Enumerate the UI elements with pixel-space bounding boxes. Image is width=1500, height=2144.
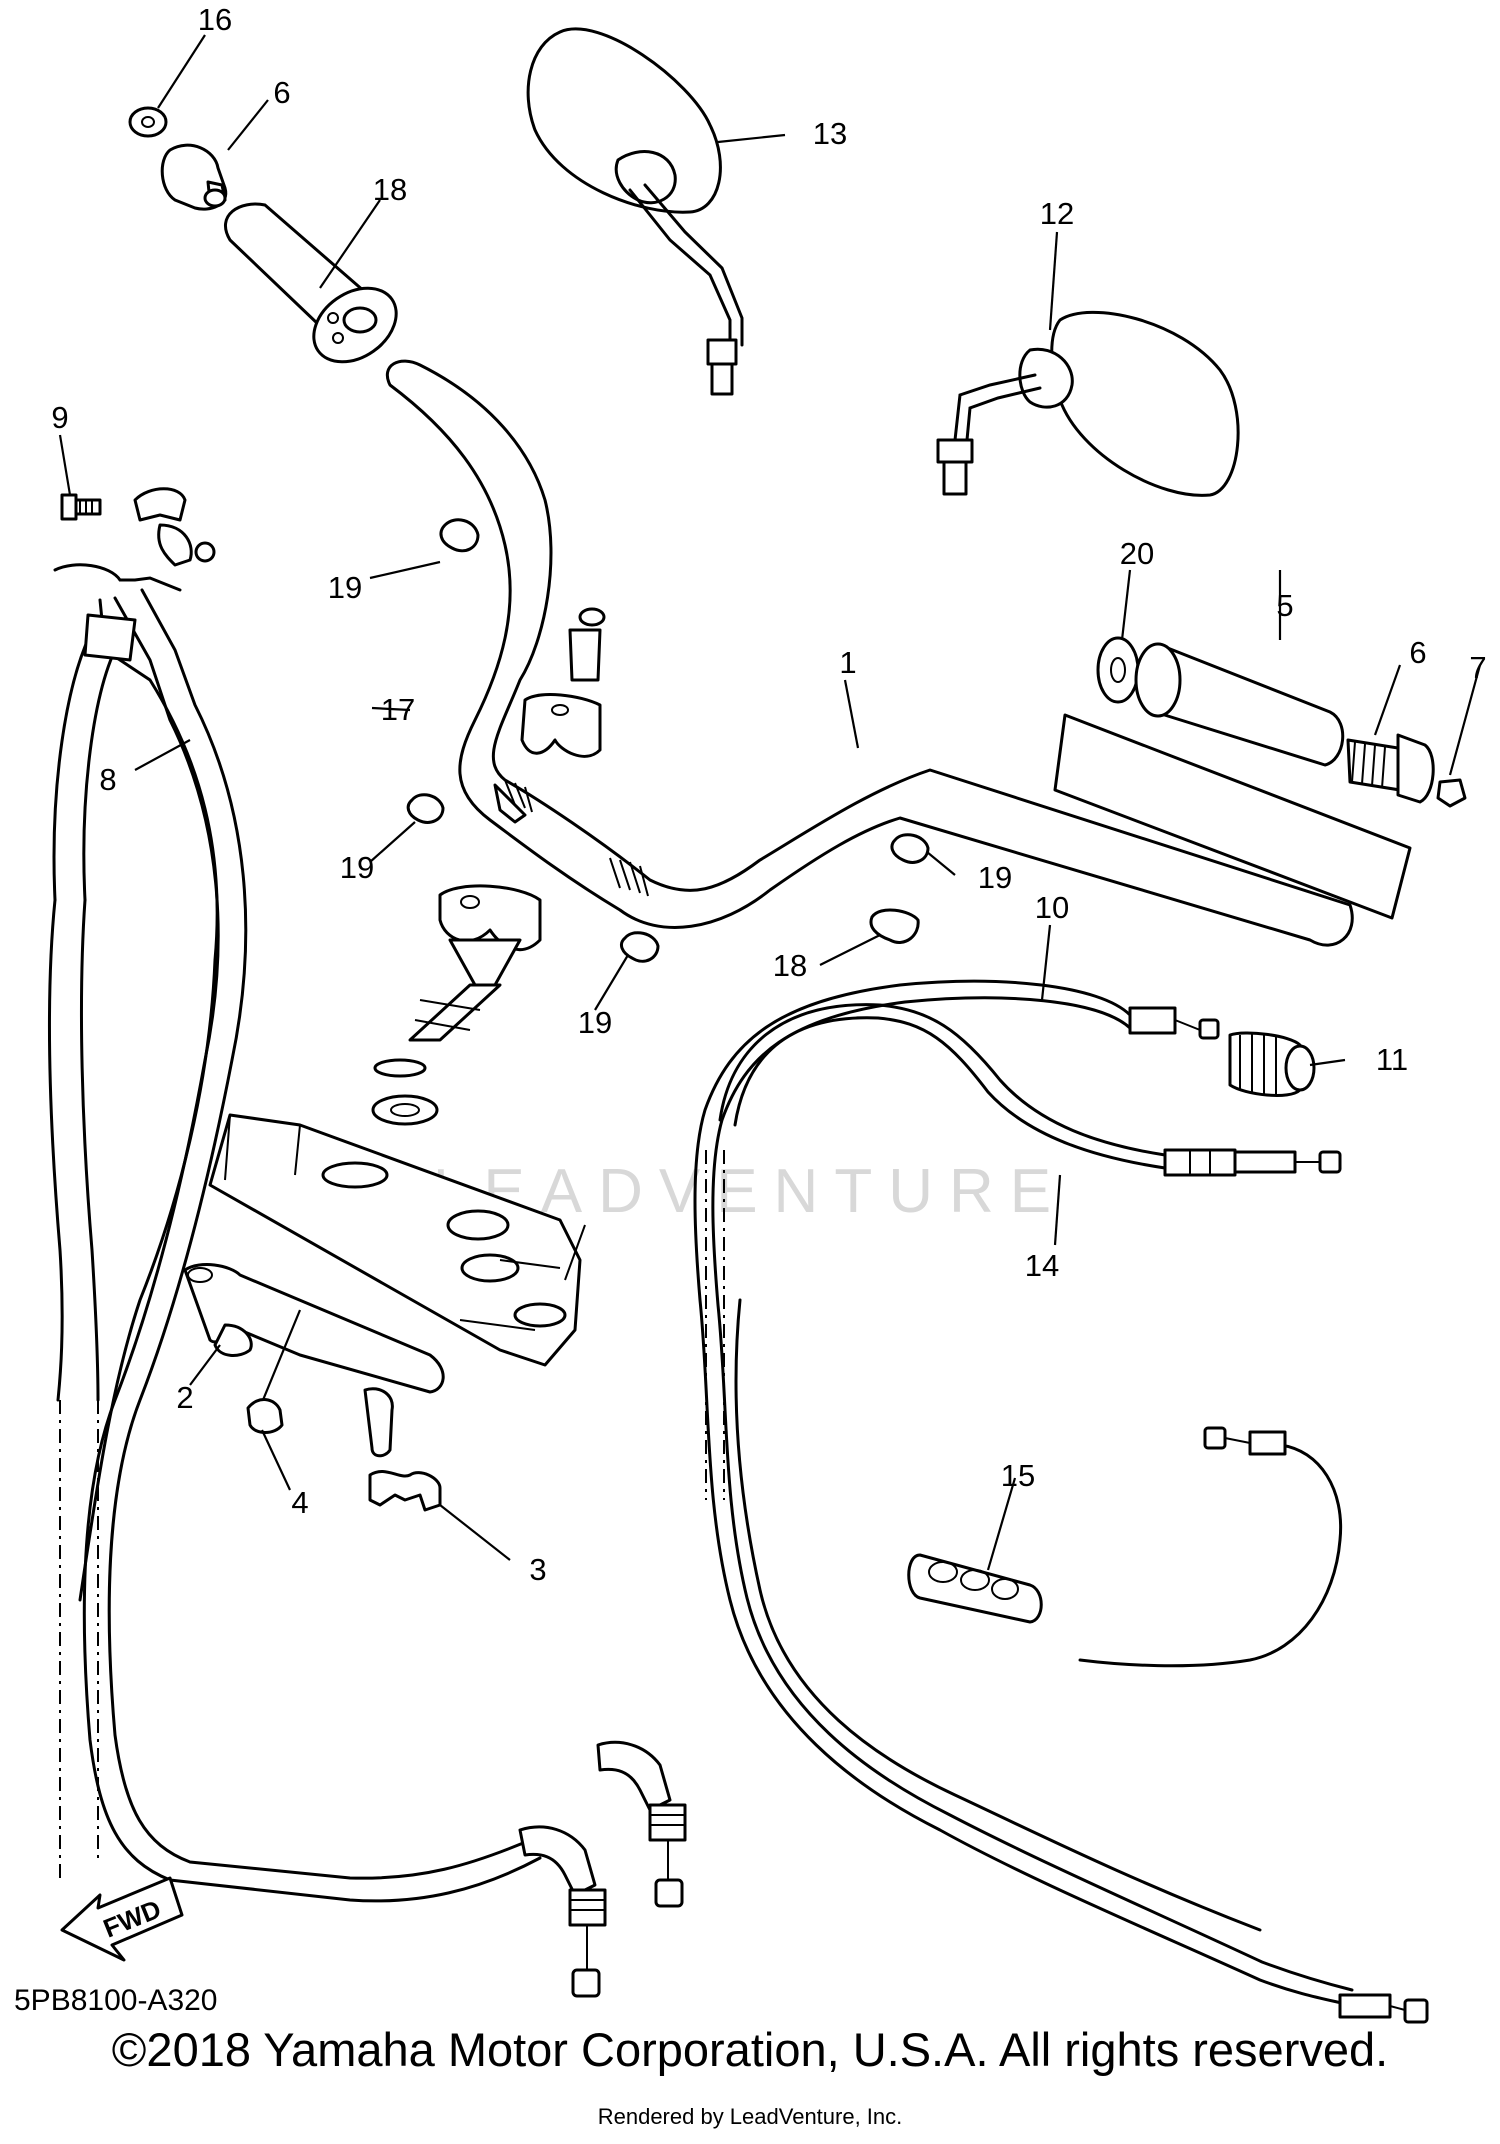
callout-4: 4 [291,1485,308,1520]
cable-clamp-17 [907,1553,1043,1624]
cable-guide-13 [1228,1031,1316,1097]
callout-11: 9 [51,400,68,435]
callout-20: 20 [1120,536,1154,571]
callout-7b: 7 [1469,650,1486,685]
callout-15: 13 [813,116,847,151]
callout-2: 2 [176,1380,193,1415]
left-cables [48,487,542,1903]
clip-19c [620,931,660,963]
clip-18 [869,908,920,944]
callout-10: 8 [99,762,116,797]
switch-screw [60,493,102,521]
callout-19b: 19 [340,850,374,885]
clip-19a [439,518,480,553]
diagram-code: 5PB8100-A320 [14,1984,218,2017]
left-grip [223,202,398,364]
callouts: 16 6 18 13 12 9 19 20 5 6 7 1 17 8 19 19… [51,2,1486,1587]
callout-19d: 19 [578,1005,612,1040]
cable-lower-right [1078,1426,1429,2024]
callout-8: 18 [373,172,407,207]
callout-1: 1 [839,645,856,680]
callout-12: 10 [1035,890,1069,925]
clamp-nut-and-clip [246,1398,442,1512]
lower-holder [371,884,542,1126]
forward-arrow: FWD [60,1876,184,1962]
cable-end-lower [518,1740,687,1998]
handlebar [385,359,1412,947]
end-weight-right [1346,733,1467,808]
clip-19d [890,833,930,864]
end-weight-left [128,106,228,211]
callout-3: 3 [529,1552,546,1587]
clip-19b [406,793,445,824]
callout-9: 17 [381,692,415,727]
copyright-notice: ©2018 Yamaha Motor Corporation, U.S.A. A… [111,2023,1389,2076]
callout-17: 15 [1001,1458,1035,1493]
callout-18: 18 [773,948,807,983]
callout-16: 14 [1025,1248,1059,1283]
upper-holder [520,607,606,758]
handle-crown [208,1113,582,1367]
callout-19c: 19 [978,860,1012,895]
callout-6: 6 [273,75,290,110]
throttle-cable-12 [693,979,1354,2007]
throttle-cable-16 [705,1003,1342,1932]
callout-6b: 6 [1409,635,1426,670]
right-grip [1096,636,1345,767]
callout-7: 16 [198,2,232,37]
callout-14: 12 [1040,196,1074,231]
callout-19a: 19 [328,570,362,605]
callout-13: 11 [1376,1042,1408,1077]
bracket-clamp [183,1263,445,1458]
mirror-right [936,310,1240,497]
rendered-by-credit: Rendered by LeadVenture, Inc. [597,2104,903,2129]
callout-5: 5 [1276,588,1293,623]
leader-lines [58,34,1482,1571]
mirror-left [526,27,744,396]
